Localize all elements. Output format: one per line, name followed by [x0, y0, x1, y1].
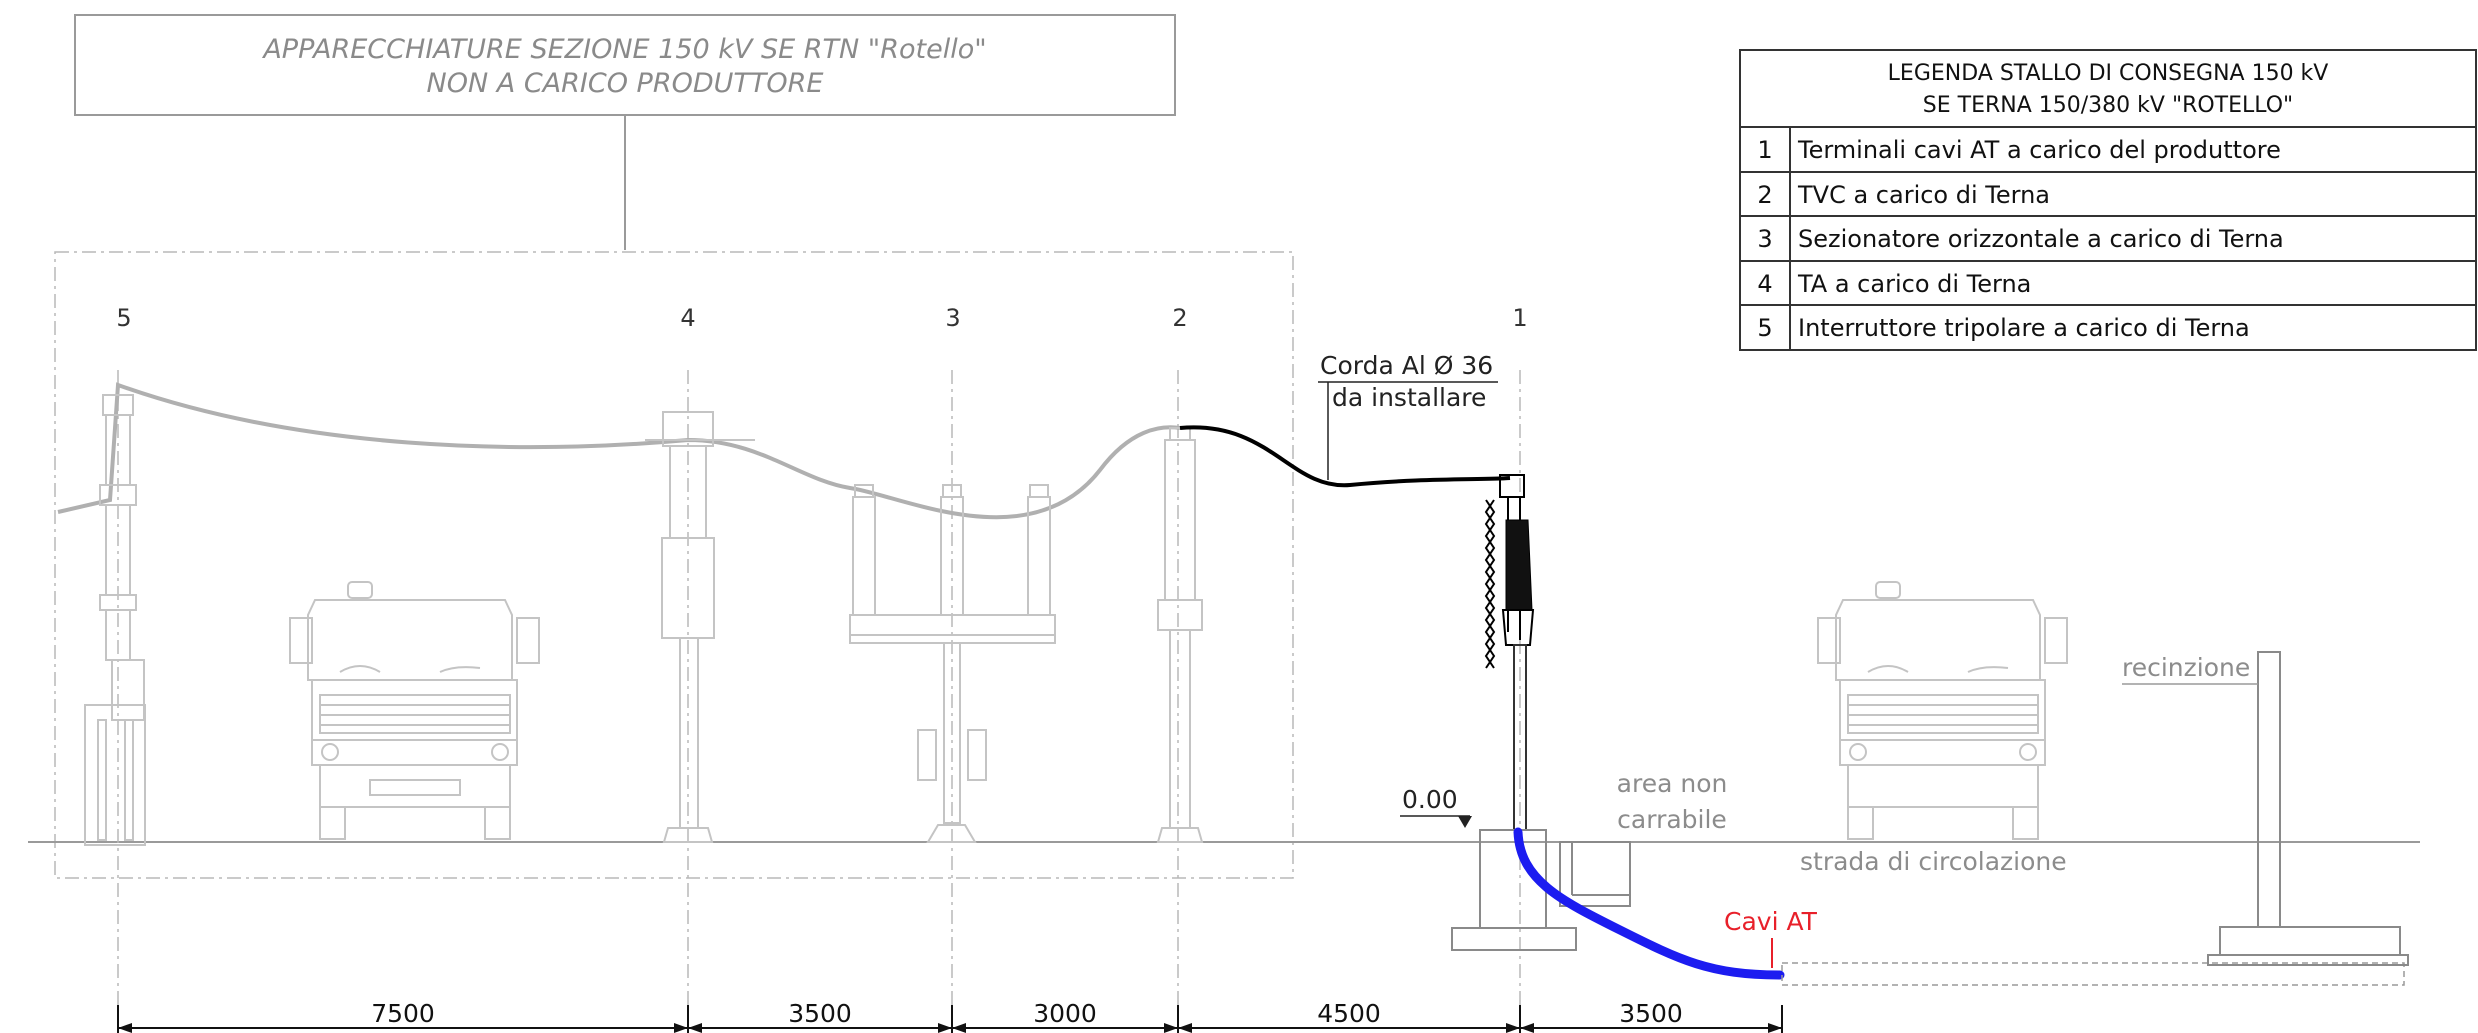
circuit-breaker-5 — [84, 394, 146, 846]
legend-row-5-text: Interruttore tripolare a carico di Terna — [1798, 314, 2250, 342]
terminal-foundation — [1451, 829, 1631, 951]
dimension-chain: 7500 3500 3000 4500 3500 — [117, 999, 1783, 1033]
legend-header-line-2: SE TERNA 150/380 kV "ROTELLO" — [1923, 93, 2293, 118]
legend-row-3-text: Sezionatore orizzontale a carico di Tern… — [1798, 225, 2284, 253]
road-label: strada di circolazione — [1800, 847, 2067, 876]
cable-spec-line-1: Corda Al Ø 36 — [1320, 351, 1493, 380]
legend-table: LEGENDA STALLO DI CONSEGNA 150 kV SE TER… — [1739, 49, 2477, 351]
area-label-line-1: area non — [1617, 769, 1728, 798]
legend-row-2-number: 2 — [1757, 181, 1772, 209]
legend-row-1-text: Terminali cavi AT a carico del produttor… — [1797, 136, 2281, 164]
level-label: 0.00 — [1402, 785, 1458, 814]
cable-spec-line-2: da installare — [1332, 383, 1486, 412]
equipment-number-3: 3 — [945, 304, 960, 332]
disconnector-3 — [849, 484, 1056, 843]
fence-label: recinzione — [2122, 653, 2250, 682]
legend-row-5-number: 5 — [1757, 314, 1772, 342]
truck-left — [289, 581, 540, 840]
dimension-3000: 3000 — [1033, 999, 1097, 1028]
equipment-number-4: 4 — [680, 304, 695, 332]
area-label-line-2: carrabile — [1617, 805, 1727, 834]
equipment-number-5: 5 — [116, 304, 131, 332]
equipment-numbers: 5 4 3 2 1 — [116, 304, 1527, 332]
title-line-2: NON A CARICO PRODUTTORE — [427, 68, 824, 99]
hv-cables-label: Cavi AT — [1724, 907, 1818, 936]
legend-row-4-text: TA a carico di Terna — [1797, 270, 2031, 298]
current-transformer-4 — [645, 411, 755, 843]
equipment-number-1: 1 — [1512, 304, 1527, 332]
terna-equipment-boundary — [54, 251, 1294, 879]
voltage-transformer-2 — [1156, 427, 1204, 843]
legend-row-3-number: 3 — [1757, 225, 1772, 253]
equipment-number-2: 2 — [1172, 304, 1187, 332]
legend-row-2-text: TVC a carico di Terna — [1797, 181, 2050, 209]
title-line-1: APPARECCHIATURE SEZIONE 150 kV SE RTN "R… — [261, 34, 986, 65]
new-conductor — [1179, 425, 1511, 488]
dimension-4500: 4500 — [1317, 999, 1381, 1028]
dimension-3500-a: 3500 — [788, 999, 852, 1028]
title-box: APPARECCHIATURE SEZIONE 150 kV SE RTN "R… — [74, 14, 1176, 250]
dimension-7500: 7500 — [371, 999, 435, 1028]
legend-row-1-number: 1 — [1757, 136, 1772, 164]
cable-terminal-1 — [1484, 474, 1535, 831]
existing-conductor — [57, 382, 1181, 520]
legend-header-line-1: LEGENDA STALLO DI CONSEGNA 150 kV — [1888, 61, 2329, 86]
annotations: Corda Al Ø 36 da installare 0.00 area no… — [1318, 351, 2258, 968]
hv-cable — [1513, 827, 1785, 980]
legend-row-4-number: 4 — [1757, 270, 1772, 298]
truck-right — [1817, 581, 2068, 840]
cable-duct — [1781, 962, 2405, 986]
equipment-axes — [117, 370, 1521, 1033]
fence — [2207, 651, 2409, 966]
dimension-3500-b: 3500 — [1619, 999, 1683, 1028]
